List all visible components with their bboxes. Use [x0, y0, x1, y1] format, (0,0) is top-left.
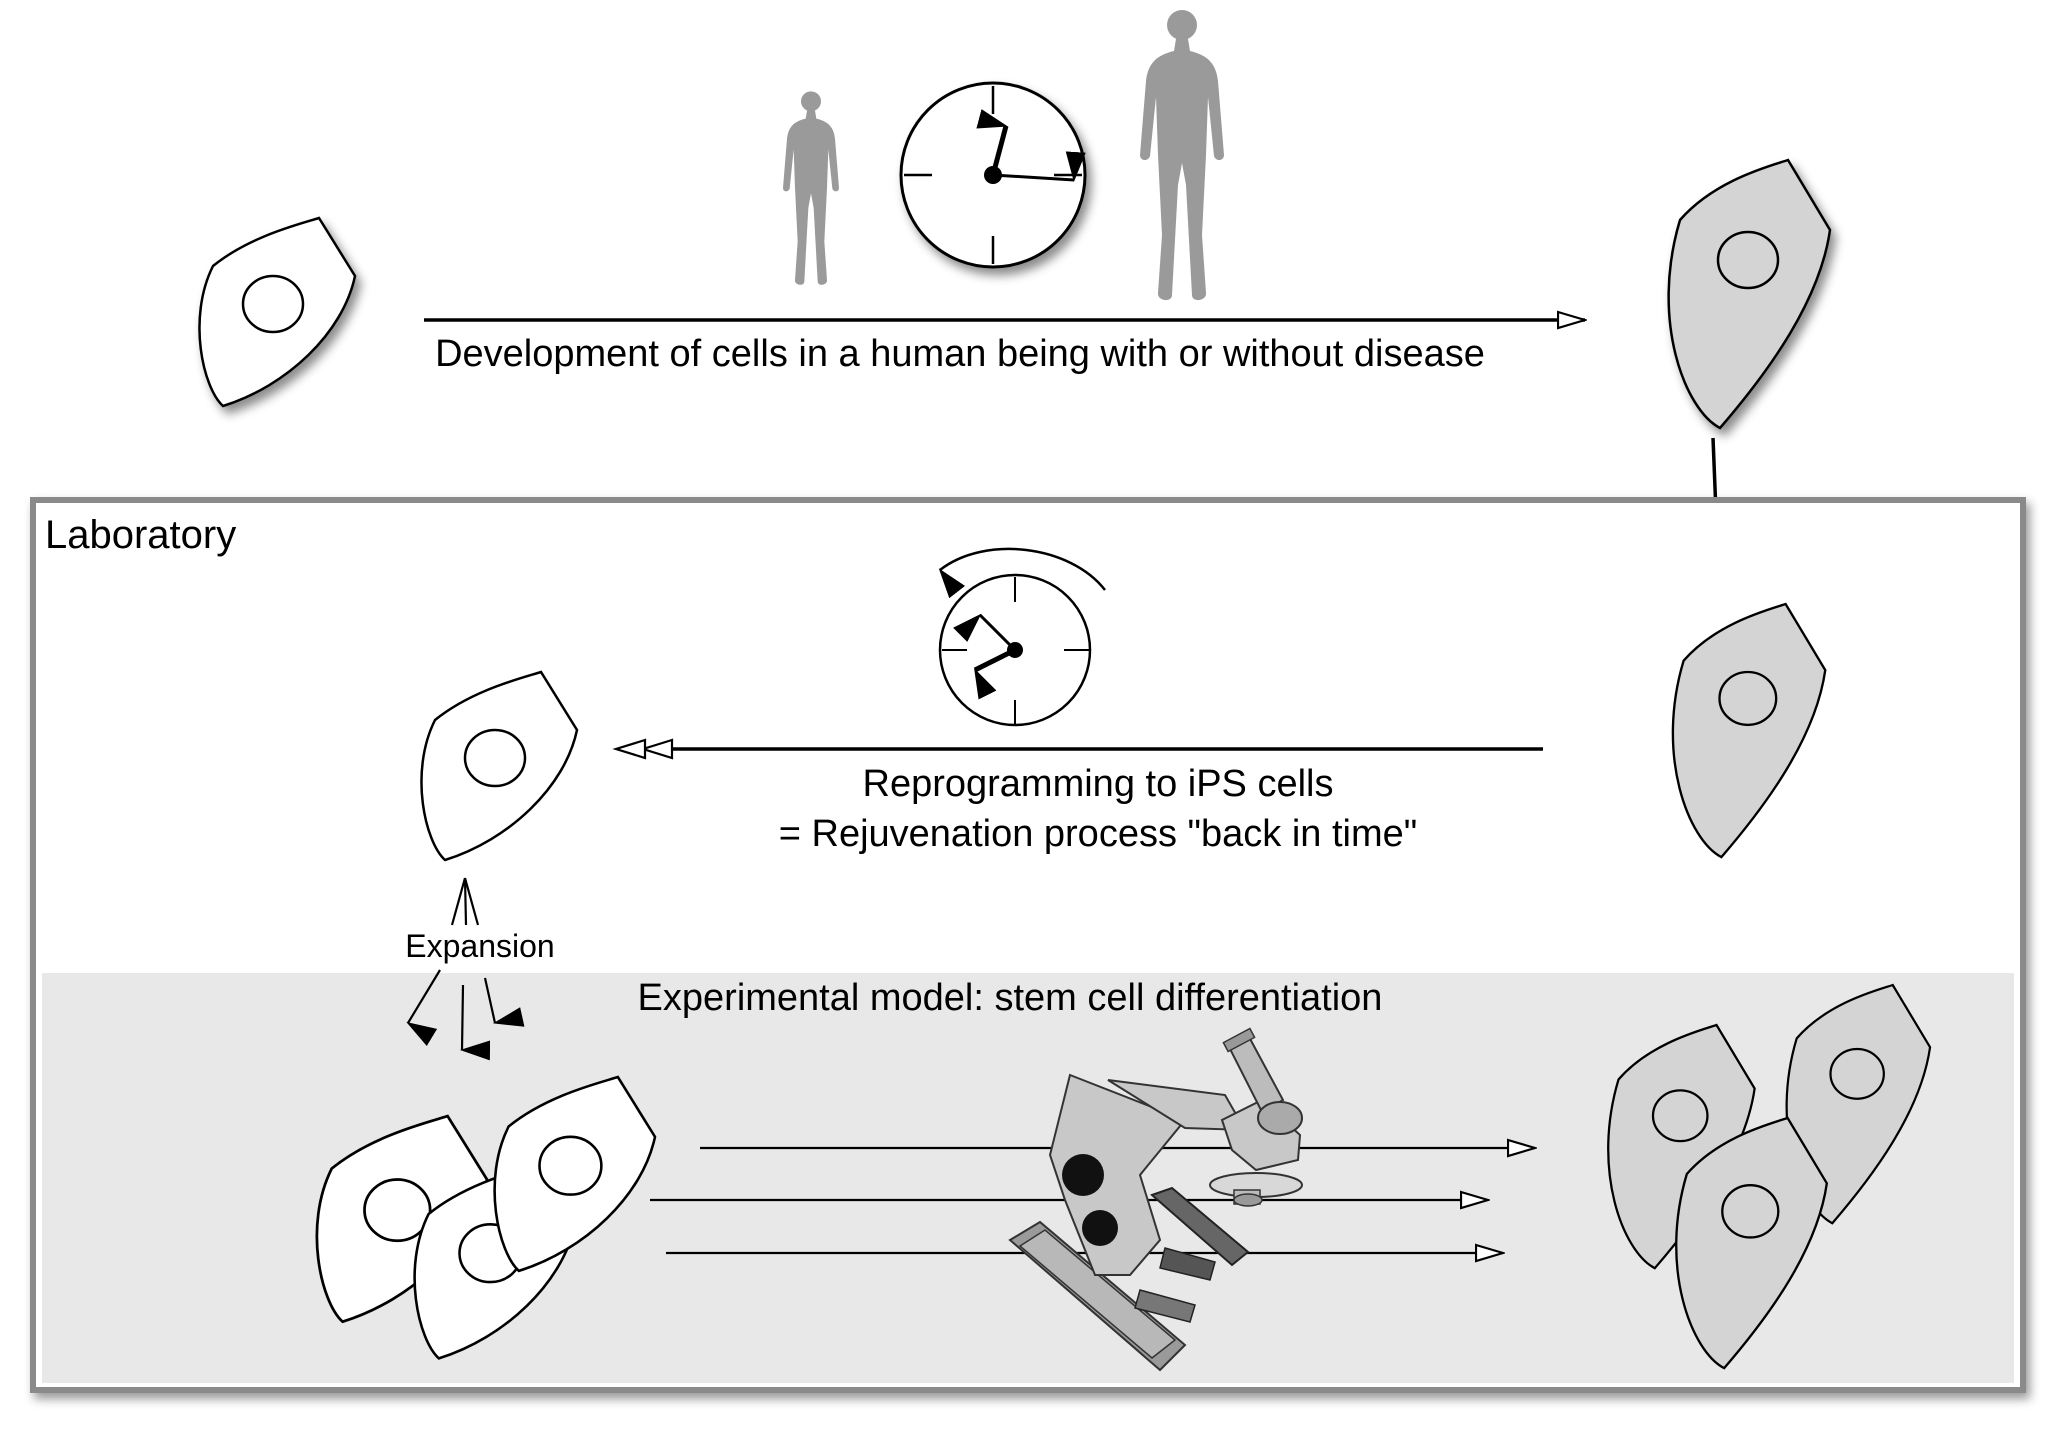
child-silhouette-icon: [783, 91, 839, 285]
expansion-arrows: [406, 877, 525, 1061]
development-label: Development of cells in a human being wi…: [435, 333, 1485, 375]
young-cell-top: [198, 216, 357, 408]
laboratory-label: Laboratory: [45, 513, 236, 557]
reprogramming-label-line2: = Rejuvenation process "back in time": [779, 813, 1417, 855]
reverse-clock-icon: [938, 547, 1106, 727]
clock-icon: [899, 81, 1087, 269]
reprogramming-label-line1: Reprogramming to iPS cells: [863, 763, 1334, 805]
adult-silhouette-icon: [1140, 10, 1224, 301]
microscope-icon: [1008, 1027, 1303, 1372]
expansion-label: Expansion: [405, 928, 554, 964]
aged-cell-top: [1667, 158, 1832, 430]
experimental-model-label: Experimental model: stem cell differenti…: [638, 977, 1383, 1019]
reprogramming-arrow: [612, 738, 1543, 760]
